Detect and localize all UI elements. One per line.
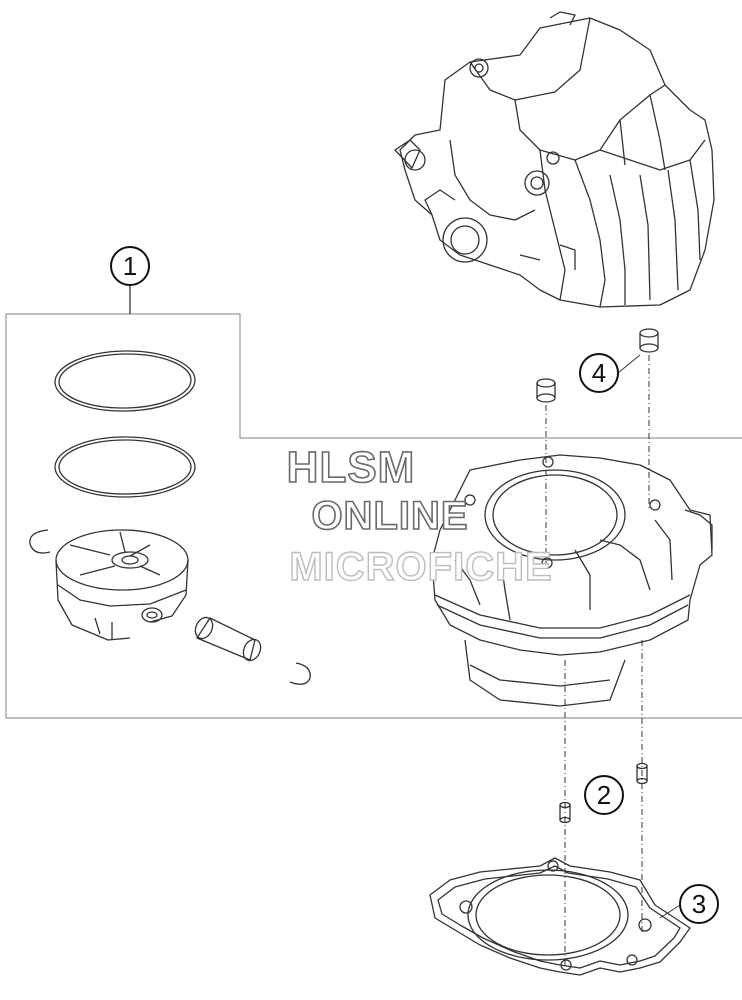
circlip-left (29, 529, 51, 554)
dowel-pin-2a (559, 801, 571, 824)
callout-4: 4 (579, 353, 619, 393)
dowel-pin-4b (639, 328, 659, 353)
dowel-pin-2b (636, 762, 648, 785)
cylinder-base-gasket (429, 857, 691, 976)
cylinder (431, 454, 713, 707)
callout-2: 2 (584, 775, 624, 815)
watermark-line-2: ONLINE (311, 493, 469, 539)
callout-3: 3 (679, 884, 719, 924)
piston (55, 529, 189, 641)
circlip-right (289, 662, 311, 685)
callout-4-leader (617, 354, 641, 374)
callout-1: 1 (110, 246, 150, 286)
piston-pin (194, 616, 262, 662)
piston-ring-1 (54, 350, 196, 412)
callout-3-leader (659, 904, 681, 919)
kit-frame (5, 313, 742, 719)
piston-ring-2 (54, 436, 196, 498)
cylinder-head (394, 11, 715, 308)
watermark-line-1: HLSM (286, 442, 416, 493)
watermark-line-3: MICROFICHE (289, 544, 553, 589)
dowel-pin-4a (536, 378, 556, 403)
